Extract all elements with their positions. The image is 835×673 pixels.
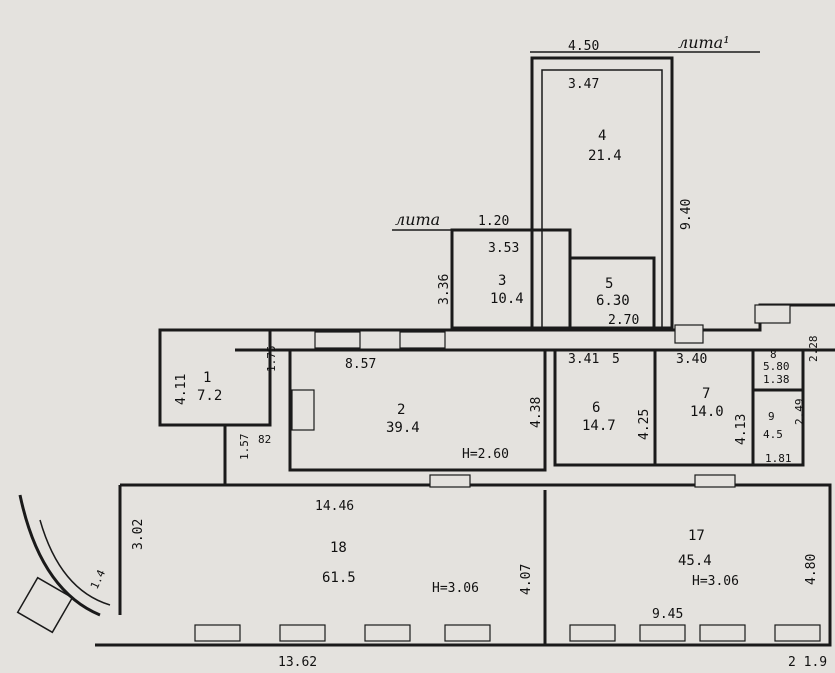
dim-340: 3.40 (676, 352, 707, 367)
room-4-inner-wall (541, 69, 663, 329)
room-8-number: 8 (770, 348, 777, 361)
lower-block-wall (95, 483, 832, 647)
windows (194, 304, 821, 642)
window (674, 324, 704, 344)
dim-450: 4.50 (568, 39, 599, 54)
window (314, 331, 361, 349)
room-1-area: 7.2 (197, 388, 222, 404)
window (364, 624, 411, 642)
dim-347: 3.47 (568, 77, 599, 92)
dim-407: 4.07 (519, 564, 534, 595)
window (699, 624, 746, 642)
dim-120: 1.20 (478, 214, 509, 229)
dim-336: 3.36 (437, 274, 452, 305)
window (774, 624, 821, 642)
room-9-number: 9 (768, 410, 775, 423)
room-3-area: 10.4 (490, 291, 524, 307)
height-306-b: H=3.06 (692, 574, 739, 589)
room-4-wall (530, 56, 674, 330)
window (429, 474, 471, 488)
dim-219: 2 1.9 (788, 655, 827, 670)
window (399, 331, 446, 349)
room-4-area: 21.4 (588, 148, 622, 164)
window (569, 624, 616, 642)
dim-480: 4.80 (804, 554, 819, 585)
dim-157: 1.57 (238, 434, 251, 461)
room-8-area: 5.80 (763, 360, 790, 373)
dim-1446: 14.46 (315, 499, 354, 514)
dim-438: 4.38 (529, 397, 544, 428)
dim-940: 9.40 (679, 199, 694, 230)
room-2-wall (288, 348, 547, 472)
room-5-area: 6.30 (596, 293, 630, 309)
dim-228: 2.28 (807, 336, 820, 363)
window (754, 304, 791, 324)
room-5-wall (568, 256, 656, 330)
window (639, 624, 686, 642)
room-3-number: 3 (498, 273, 506, 289)
curved-entrance (18, 494, 101, 617)
lita-label: лита (395, 210, 440, 229)
room-2-number: 2 (397, 402, 405, 418)
dim-857: 8.57 (345, 357, 376, 372)
room-1-number: 1 (203, 370, 211, 386)
entrance-steps (16, 576, 74, 634)
window (694, 474, 736, 488)
room-7-area: 14.0 (690, 404, 724, 420)
dim-175: 1.75 (265, 346, 278, 373)
dim-5: 5 (612, 352, 620, 367)
dim-270: 2.70 (608, 313, 639, 328)
room-17-number: 17 (688, 528, 705, 544)
room-1-wall (158, 328, 272, 427)
walls (16, 51, 835, 647)
room-18-area: 61.5 (322, 570, 356, 586)
height-260: H=2.60 (462, 447, 509, 462)
height-306-a: H=3.06 (432, 581, 479, 596)
dim-curve: 1.4 (88, 567, 108, 591)
room-2-area: 39.4 (386, 420, 420, 436)
room-9-wall (751, 388, 805, 467)
dim-425: 4.25 (637, 409, 652, 440)
room-5-number: 5 (605, 276, 613, 292)
room-7-number: 7 (702, 386, 710, 402)
room-6-area: 14.7 (582, 418, 616, 434)
stair-symbol (291, 389, 315, 431)
curved-entrance-inner (39, 519, 111, 606)
room-6-number: 6 (592, 400, 600, 416)
window (279, 624, 326, 642)
room-6-wall (553, 348, 657, 467)
window (444, 624, 491, 642)
dim-302: 3.02 (131, 519, 146, 550)
room-18-number: 18 (330, 540, 347, 556)
labels: лита¹ лита 4.50 3.47 9.40 4 21.4 1.20 3.… (88, 33, 827, 670)
dim-1362: 13.62 (278, 655, 317, 670)
main-top-wall (235, 303, 835, 332)
dim-181: 1.81 (765, 452, 792, 465)
lita1-label: лита¹ (678, 33, 730, 52)
dim-341: 3.41 (568, 352, 599, 367)
dim-353: 3.53 (488, 241, 519, 256)
dim-138: 1.38 (763, 373, 790, 386)
room-9-area: 4.5 (763, 428, 783, 441)
window (194, 624, 241, 642)
dim-413: 4.13 (734, 414, 749, 445)
dim-249: 2.49 (793, 399, 806, 426)
dim-411: 4.11 (174, 374, 189, 405)
dim-82: 82 (258, 433, 271, 446)
room-4-number: 4 (598, 128, 606, 144)
room-17-area: 45.4 (678, 553, 712, 569)
dim-945: 9.45 (652, 607, 683, 622)
